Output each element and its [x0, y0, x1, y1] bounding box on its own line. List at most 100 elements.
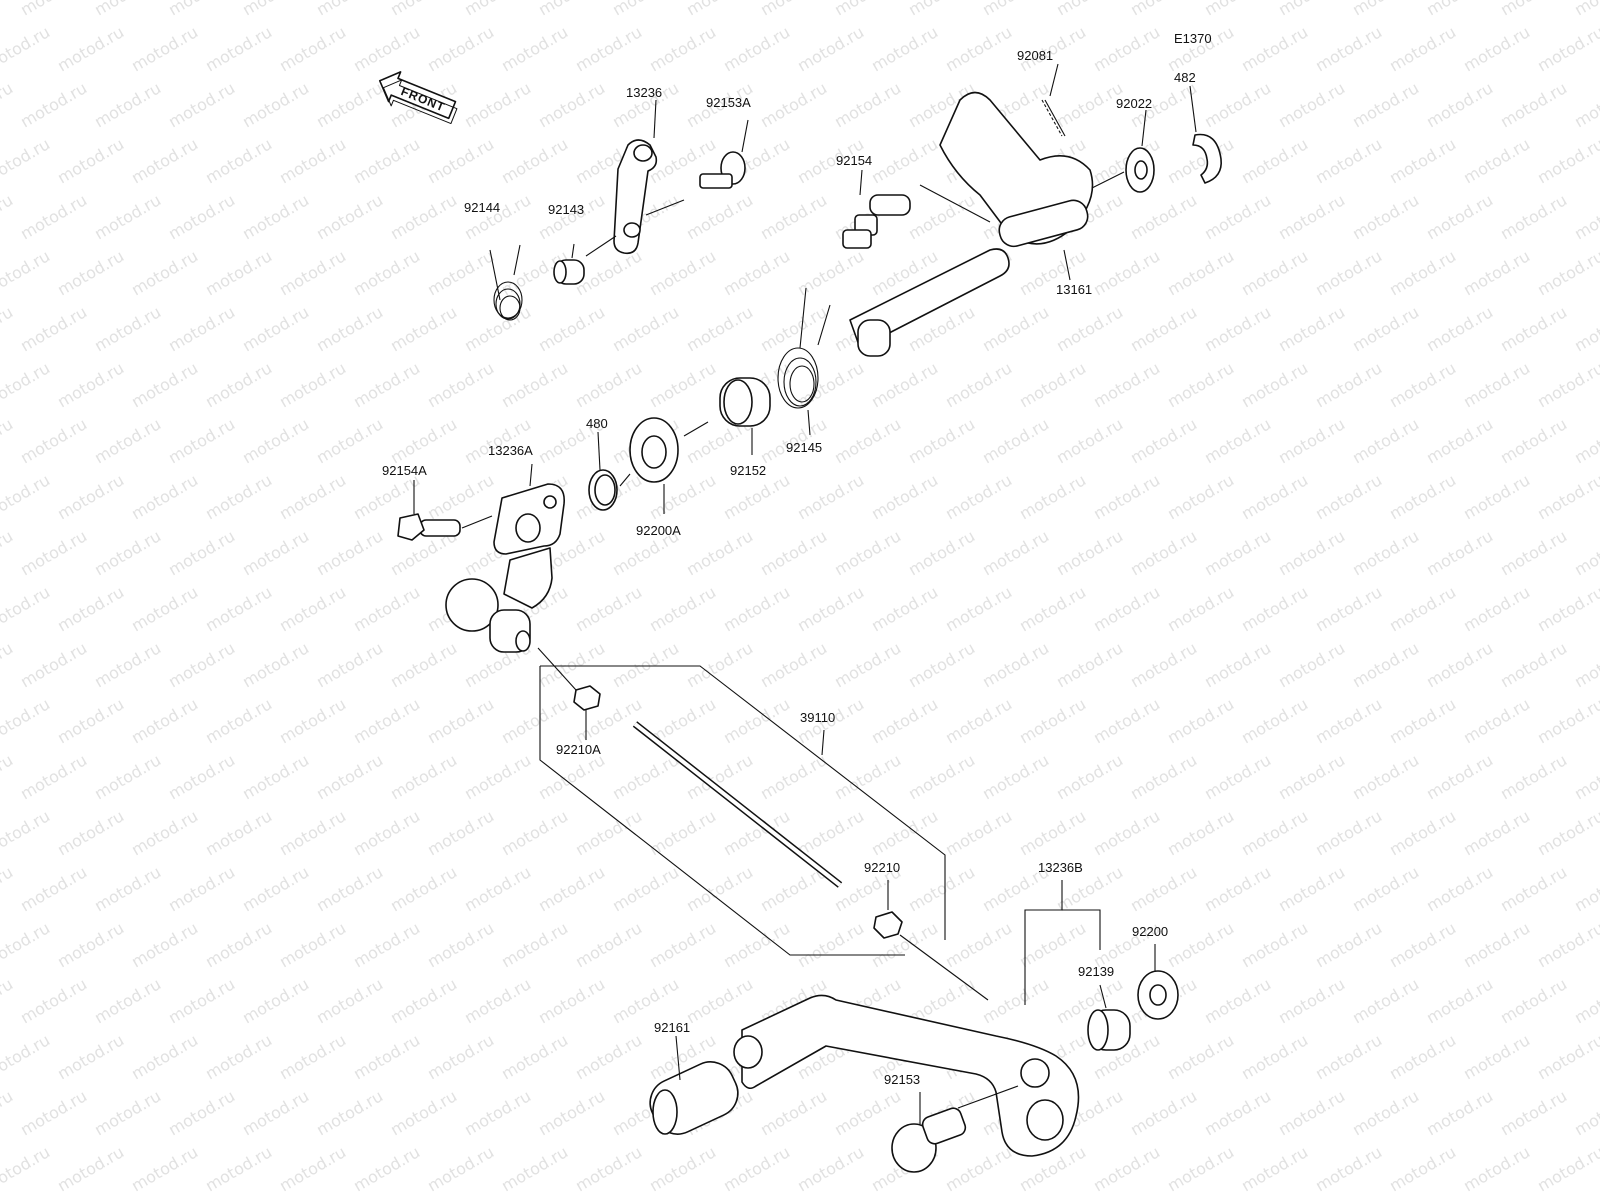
watermark-text: motod.ru	[979, 974, 1052, 1027]
watermark-text: motod.ru	[91, 638, 164, 691]
watermark-text: motod.ru	[1423, 862, 1496, 915]
watermark-text: motod.ru	[979, 638, 1052, 691]
watermark-text: motod.ru	[831, 638, 904, 691]
watermark-text: motod.ru	[646, 1142, 719, 1195]
watermark-text: motod.ru	[498, 1142, 571, 1195]
watermark-text: motod.ru	[1127, 638, 1200, 691]
watermark-text: motod.ru	[461, 0, 534, 19]
watermark-text: motod.ru	[276, 246, 349, 299]
label-92210: 92210	[864, 860, 900, 875]
part-92200-washer[interactable]	[1137, 970, 1179, 1020]
watermark-text: motod.ru	[683, 526, 756, 579]
watermark-text: motod.ru	[646, 582, 719, 635]
watermark-text: motod.ru	[1497, 414, 1570, 467]
watermark-text: motod.ru	[720, 246, 793, 299]
watermark-text: motod.ru	[1016, 358, 1089, 411]
watermark-text: motod.ru	[1238, 694, 1311, 747]
watermark-text: motod.ru	[424, 1030, 497, 1083]
watermark-text: motod.ru	[239, 0, 312, 19]
watermark-text: motod.ru	[1534, 358, 1600, 411]
watermark-text: motod.ru	[572, 582, 645, 635]
watermark-text: motod.ru	[350, 694, 423, 747]
watermark-text: motod.ru	[1349, 526, 1422, 579]
watermark-text: motod.ru	[17, 862, 90, 915]
watermark-text: motod.ru	[1053, 414, 1126, 467]
watermark-text: motod.ru	[128, 694, 201, 747]
watermark-text: motod.ru	[1275, 414, 1348, 467]
watermark-text: motod.ru	[1349, 190, 1422, 243]
watermark-text: motod.ru	[1090, 806, 1163, 859]
watermark-text: motod.ru	[1238, 246, 1311, 299]
watermark-text: motod.ru	[1127, 302, 1200, 355]
watermark-text: motod.ru	[0, 0, 16, 19]
part-13236B-shift-pedal[interactable]	[733, 994, 1080, 1157]
watermark-text: motod.ru	[276, 582, 349, 635]
watermark-text: motod.ru	[572, 1142, 645, 1195]
part-39110-tie-rod[interactable]	[632, 721, 843, 888]
watermark-text: motod.ru	[1571, 78, 1600, 131]
watermark-text: motod.ru	[646, 918, 719, 971]
part-92152-collar[interactable]	[719, 377, 771, 427]
watermark-text: motod.ru	[1312, 1142, 1385, 1195]
watermark-text: motod.ru	[1460, 134, 1533, 187]
part-13236-link[interactable]	[613, 139, 658, 255]
part-92200A-washer[interactable]	[629, 417, 679, 483]
watermark-text: motod.ru	[1053, 302, 1126, 355]
part-92154A-bolt[interactable]	[397, 513, 461, 541]
part-92145-spring[interactable]	[777, 287, 831, 409]
watermark-text: motod.ru	[683, 190, 756, 243]
watermark-text: motod.ru	[1534, 1142, 1600, 1195]
watermark-text: motod.ru	[905, 190, 978, 243]
watermark-text: motod.ru	[609, 750, 682, 803]
part-92161-pedal-rubber[interactable]	[642, 1054, 745, 1142]
watermark-text: motod.ru	[794, 246, 867, 299]
watermark-text: motod.ru	[905, 750, 978, 803]
label-92200A: 92200A	[636, 523, 681, 538]
part-92153A-bolt[interactable]	[699, 151, 746, 189]
watermark-text: motod.ru	[942, 918, 1015, 971]
watermark-text: motod.ru	[91, 1086, 164, 1139]
watermark-text: motod.ru	[276, 358, 349, 411]
watermark-text: motod.ru	[683, 974, 756, 1027]
watermark-text: motod.ru	[1201, 302, 1274, 355]
part-482-circlip[interactable]	[1192, 133, 1222, 184]
watermark-text: motod.ru	[239, 190, 312, 243]
part-92210A-nut[interactable]	[573, 685, 601, 711]
watermark-text: motod.ru	[202, 22, 275, 75]
watermark-text: motod.ru	[128, 246, 201, 299]
watermark-text: motod.ru	[1275, 638, 1348, 691]
watermark-text: motod.ru	[54, 134, 127, 187]
watermark-text: motod.ru	[1423, 750, 1496, 803]
watermark-text: motod.ru	[276, 22, 349, 75]
part-92143-collar[interactable]	[553, 259, 585, 285]
watermark-text: motod.ru	[91, 750, 164, 803]
watermark-text: motod.ru	[1497, 0, 1570, 19]
watermark-text: motod.ru	[17, 638, 90, 691]
watermark-text: motod.ru	[239, 302, 312, 355]
watermark-text: motod.ru	[1016, 582, 1089, 635]
watermark-text: motod.ru	[387, 1086, 460, 1139]
watermark-text: motod.ru	[54, 22, 127, 75]
part-92081-spring[interactable]	[1041, 99, 1066, 137]
part-92144-spring[interactable]	[489, 244, 523, 321]
part-92022-washer[interactable]	[1125, 147, 1155, 193]
watermark-text: motod.ru	[1386, 918, 1459, 971]
watermark-text: motod.ru	[1386, 806, 1459, 859]
watermark-text: motod.ru	[17, 1086, 90, 1139]
watermark-text: motod.ru	[387, 302, 460, 355]
watermark-text: motod.ru	[498, 1030, 571, 1083]
watermark-text: motod.ru	[1386, 1142, 1459, 1195]
watermark-text: motod.ru	[91, 526, 164, 579]
part-13236A-lever[interactable]	[445, 483, 565, 653]
part-480-circlip[interactable]	[588, 469, 618, 511]
part-92139-collar[interactable]	[1087, 1009, 1131, 1051]
part-92153-bolt[interactable]	[891, 1106, 968, 1173]
part-92154-bolt[interactable]	[842, 194, 911, 249]
part-13161-shift-shaft[interactable]	[849, 91, 1094, 357]
watermark-text: motod.ru	[424, 1142, 497, 1195]
part-92210-nut[interactable]	[873, 911, 903, 939]
watermark-text: motod.ru	[461, 190, 534, 243]
watermark-text: motod.ru	[202, 1142, 275, 1195]
watermark-text: motod.ru	[535, 0, 608, 19]
